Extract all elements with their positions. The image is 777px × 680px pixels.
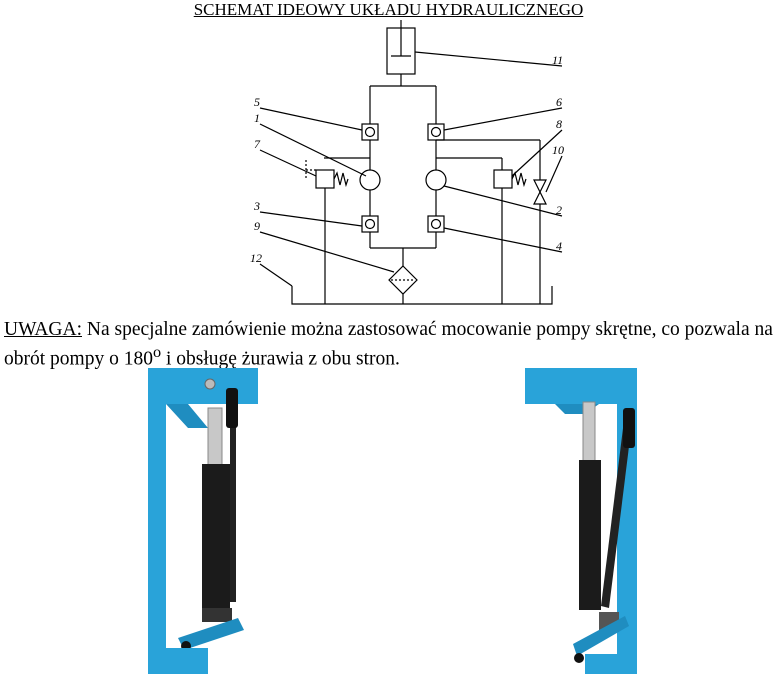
hydraulic-schematic: 5 1 7 3 9 12 11 6 8 10 2 4: [250, 20, 564, 305]
schematic-label-8: 8: [556, 117, 562, 131]
schematic-label-3: 3: [253, 199, 260, 213]
schematic-label-11: 11: [552, 53, 563, 67]
schematic-label-5: 5: [254, 95, 260, 109]
schematic-label-7: 7: [254, 137, 261, 151]
schematic-label-1: 1: [254, 111, 260, 125]
check-valve-4: [427, 215, 445, 233]
relief-valve-8: [493, 169, 513, 189]
note-paragraph: UWAGA: Na specjalne zamówienie można zas…: [4, 318, 776, 371]
schematic-label-2: 2: [556, 203, 562, 217]
relief-valve-7: [315, 169, 335, 189]
schematic-label-10: 10: [552, 143, 564, 157]
note-text-2: i obsługę żurawia z obu stron.: [161, 348, 400, 370]
pump-2: [425, 169, 447, 191]
schematic-label-9: 9: [254, 219, 260, 233]
note-degree-sup: o: [152, 343, 162, 361]
schematic-label-4: 4: [556, 239, 562, 253]
check-valve-3: [361, 215, 379, 233]
schematic-label-12: 12: [250, 251, 262, 265]
hydraulic-cylinder-photo-right: [525, 368, 637, 674]
hydraulic-cylinder-photo-left: [148, 368, 258, 674]
check-valve-5: [361, 123, 379, 141]
note-text-1: Na specjalne zamówienie można zastosować…: [4, 319, 773, 370]
valve-10: [533, 179, 547, 194]
document-title: SCHEMAT IDEOWY UKŁADU HYDRAULICZNEGO: [193, 0, 584, 19]
check-valve-6: [427, 123, 445, 141]
pump-1: [359, 169, 381, 191]
note-label: UWAGA:: [4, 319, 82, 340]
tank-12: [291, 286, 553, 305]
schematic-label-6: 6: [556, 95, 562, 109]
